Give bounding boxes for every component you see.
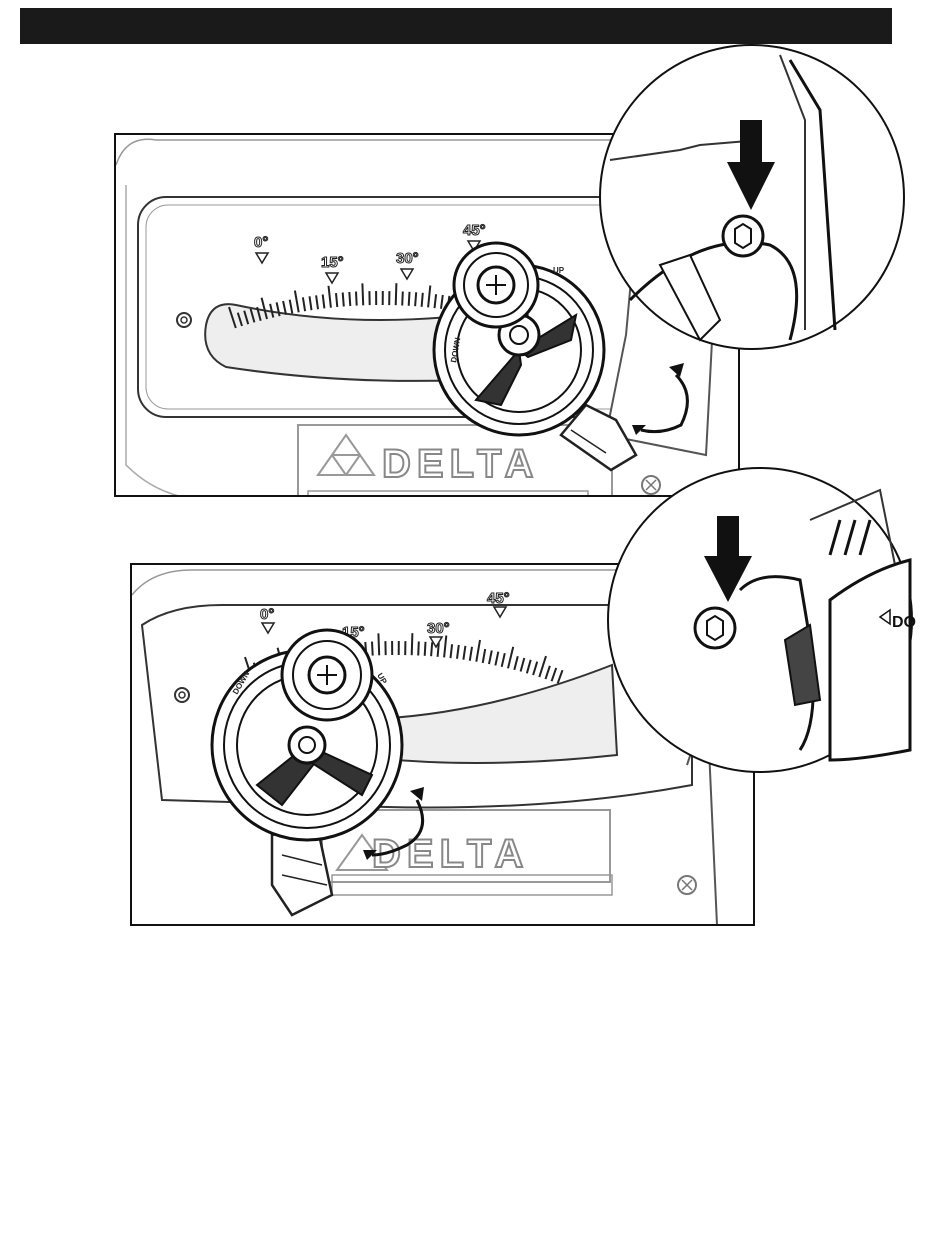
- hex-socket-icon: [707, 616, 723, 640]
- hex-socket-icon: [735, 224, 751, 248]
- zoom-dial-label: DO: [892, 614, 916, 631]
- zoom-detail-2: DO: [608, 468, 916, 772]
- zoom-detail-1: [600, 45, 904, 349]
